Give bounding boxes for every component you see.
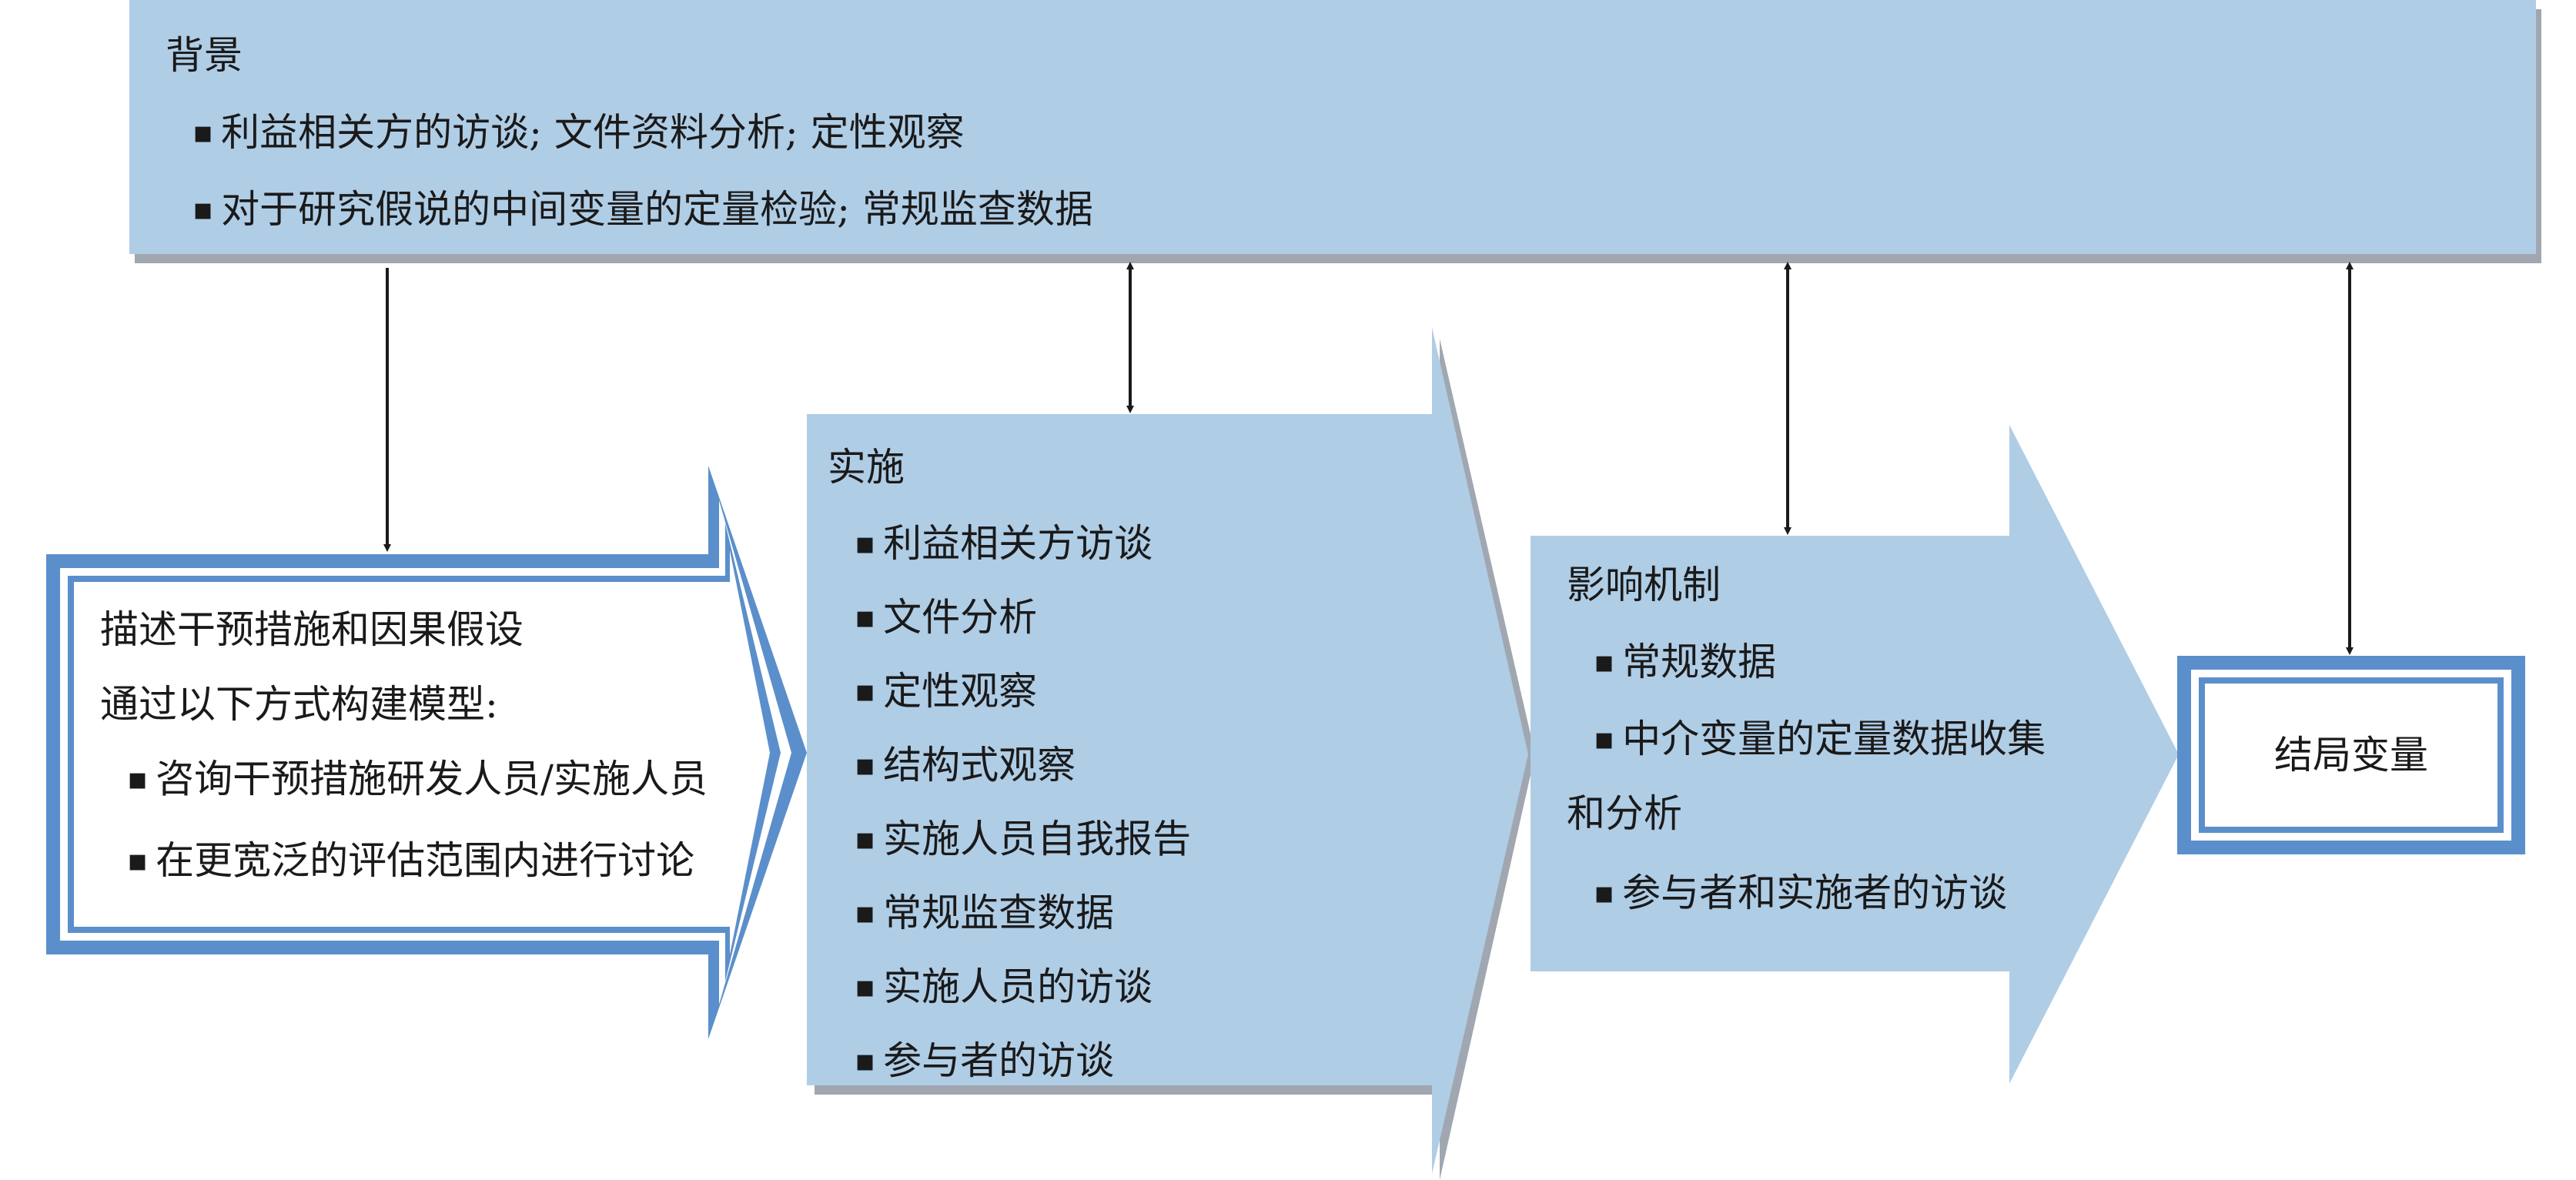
implementation-item: 参与者的访谈: [855, 1025, 1191, 1099]
intervention-title: 描述干预措施和因果假设: [100, 607, 524, 652]
background-title: 背景: [166, 33, 243, 78]
intervention-subtitle: 通过以下方式构建模型:: [100, 682, 498, 727]
intervention-item-1: 咨询干预措施研发人员/实施人员: [127, 754, 708, 807]
implementation-item: 定性观察: [855, 656, 1191, 730]
implementation-item: 文件分析: [855, 582, 1191, 656]
outcome-box-inner: [2205, 684, 2497, 827]
implementation-item: 实施人员自我报告: [855, 804, 1191, 877]
mechanism-item-1: 常规数据: [1594, 637, 1776, 690]
mechanism-item-2-continued: 和分析: [1567, 791, 1682, 836]
mechanism-title: 影响机制: [1567, 563, 1721, 607]
implementation-item: 结构式观察: [855, 730, 1191, 804]
implementation-item: 利益相关方访谈: [855, 508, 1191, 582]
mechanism-item-3: 参与者和实施者的访谈: [1594, 868, 2007, 921]
implementation-list: 利益相关方访谈 文件分析 定性观察 结构式观察 实施人员自我报告 常规监查数据 …: [855, 508, 1191, 1099]
background-item-1: 利益相关方的访谈; 文件资料分析; 定性观察: [192, 108, 964, 160]
intervention-item-2: 在更宽泛的评估范围内进行讨论: [127, 836, 694, 888]
implementation-title: 实施: [828, 445, 905, 490]
outcome-label: 结局变量: [2274, 733, 2428, 777]
background-item-2: 对于研究假说的中间变量的定量检验; 常规监查数据: [192, 185, 1093, 237]
implementation-item: 实施人员的访谈: [855, 951, 1191, 1025]
implementation-item: 常规监查数据: [855, 877, 1191, 951]
mechanism-item-2: 中介变量的定量数据收集: [1594, 714, 2046, 767]
